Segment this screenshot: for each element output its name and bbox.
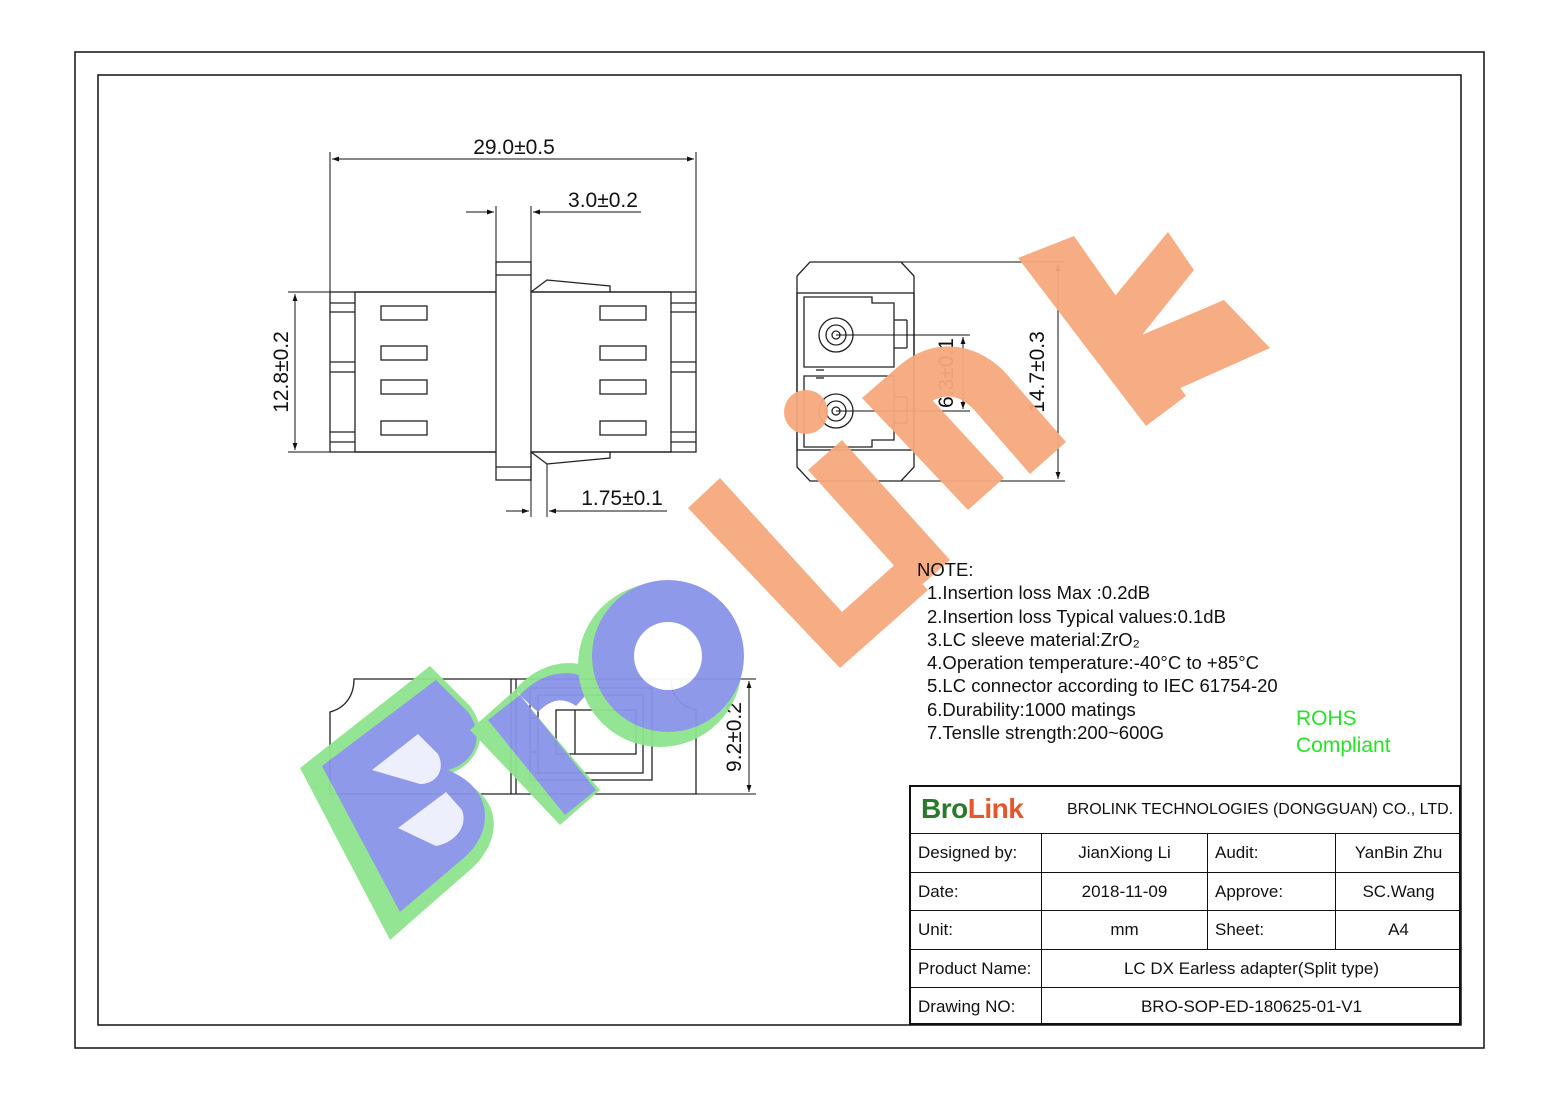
note-line: 2.Insertion loss Typical values:0.1dB (927, 605, 1226, 627)
side-view (329, 261, 697, 481)
notes-title: NOTE: (917, 559, 974, 580)
note-line: 3.LC sleeve material:ZrO₂ (927, 628, 1140, 650)
company-name: BROLINK TECHNOLOGIES (DONGGUAN) CO., LTD… (1067, 801, 1454, 818)
rohs-line1: ROHS (1296, 707, 1357, 730)
brolink-logo: BroLink (921, 793, 1024, 825)
note-line: 7.Tenslle strength:200~600G (927, 722, 1165, 744)
dim-side-height: 12.8±0.2 (270, 331, 293, 413)
title-block: BroLink BROLINK TECHNOLOGIES (DONGGUAN) … (909, 785, 1461, 1025)
brolink-watermark (300, 232, 1270, 940)
note-line: 1.Insertion loss Max :0.2dB (927, 582, 1151, 604)
note-line: 6.Durability:1000 matings (927, 698, 1136, 720)
dim-end-height: 14.7±0.3 (1026, 331, 1049, 413)
dim-top-height: 9.2±0.2 (723, 702, 746, 772)
designed-by-value: JianXiong Li (1042, 834, 1208, 872)
product-name-value: LC DX Earless adapter(Split type) (1123, 958, 1380, 978)
sheet-label: Sheet: (1208, 911, 1336, 949)
sheet-value: A4 (1388, 920, 1409, 939)
title-block-header: BroLink BROLINK TECHNOLOGIES (DONGGUAN) … (911, 787, 1459, 834)
product-name-label: Product Name: (911, 950, 1042, 987)
inner-frame (97, 74, 1462, 1026)
date-label: Date: (911, 873, 1042, 910)
approve-label: Approve: (1208, 873, 1336, 910)
drawing-no-label: Drawing NO: (911, 988, 1042, 1025)
rohs-line2: Compliant (1296, 734, 1391, 757)
rohs-compliant-label: ROHS Compliant (1296, 705, 1391, 759)
notes: NOTE: 1.Insertion loss Max :0.2dB 2.Inse… (917, 558, 1278, 744)
note-line: 4.Operation temperature:-40°C to +85°C (927, 652, 1260, 674)
date-value: 2018-11-09 (1042, 873, 1208, 910)
title-block-row-designed: Designed by: JianXiong Li Audit: YanBin … (911, 834, 1459, 873)
unit-value: mm (1042, 911, 1208, 949)
dim-bottom-gap: 1.75±0.1 (581, 487, 663, 510)
logo-part-bro: Bro (921, 793, 968, 824)
side-view-dimension-lines (288, 152, 697, 517)
title-block-row-date: Date: 2018-11-09 Approve: SC.Wang (911, 873, 1459, 911)
title-block-row-drawing-no: Drawing NO: BRO-SOP-ED-180625-01-V1 (911, 988, 1459, 1025)
audit-label: Audit: (1208, 834, 1336, 872)
audit-value: YanBin Zhu (1354, 843, 1443, 862)
title-block-row-unit: Unit: mm Sheet: A4 (911, 911, 1459, 950)
drawing-no-value: BRO-SOP-ED-180625-01-V1 (1140, 996, 1363, 1016)
dim-flange-width: 3.0±0.2 (568, 189, 638, 212)
designed-by-label: Designed by: (911, 834, 1042, 872)
outer-frame (74, 51, 1485, 1049)
note-line: 5.LC connector according to IEC 61754-20 (927, 675, 1278, 697)
title-block-row-product: Product Name: LC DX Earless adapter(Spli… (911, 950, 1459, 988)
approve-value: SC.Wang (1362, 881, 1435, 901)
logo-part-link: Link (967, 793, 1024, 824)
dim-overall-length: 29.0±0.5 (473, 136, 555, 159)
unit-label: Unit: (911, 911, 1042, 949)
